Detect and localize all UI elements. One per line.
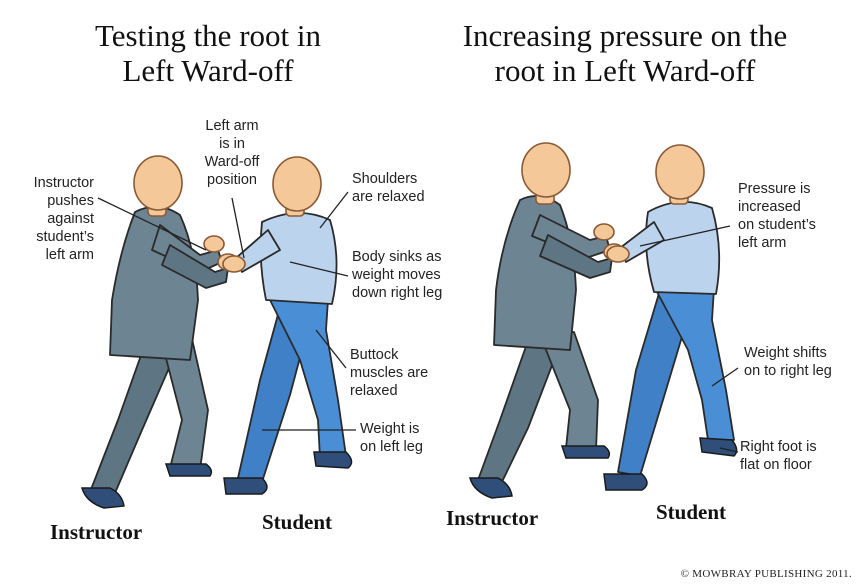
panel-left-title: Testing the root in Left Ward-off	[48, 18, 368, 88]
copyright-notice: © MOWBRAY PUBLISHING 2011.	[680, 568, 852, 580]
annotation-buttock-relaxed: Buttock muscles are relaxed	[350, 346, 428, 400]
annotation-line: left arm	[738, 235, 787, 251]
annotation-line: left arm	[45, 247, 94, 263]
annotation-line: Pressure is	[738, 181, 811, 197]
title-line: Increasing pressure on the	[462, 18, 788, 53]
annotation-line: Left arm	[205, 118, 259, 134]
annotation-line: muscles are	[350, 365, 429, 381]
label-student-right: Student	[656, 500, 727, 524]
label-instructor-left: Instructor	[50, 520, 143, 544]
annotation-right-foot-flat: Right foot is flat on floor	[740, 438, 817, 474]
annotation-pressure-increased: Pressure is increased on student’s left …	[738, 180, 816, 252]
panel-right-title: Increasing pressure on the root in Left …	[420, 18, 830, 88]
annotation-body-sinks: Body sinks as weight moves down right le…	[352, 248, 442, 302]
label-student-left: Student	[262, 510, 333, 534]
annotation-line: flat on floor	[740, 457, 812, 473]
panel-left-figures	[81, 155, 356, 509]
title-line: Testing the root in	[95, 18, 321, 53]
annotation-instructor-pushes: Instructor pushes against student’s left…	[18, 174, 94, 264]
title-line: root in Left Ward-off	[494, 53, 756, 88]
panel-right-figures	[469, 142, 739, 499]
annotation-line: weight moves	[352, 267, 441, 283]
annotation-line: Body sinks as	[352, 249, 442, 265]
annotation-line: is in	[219, 136, 245, 152]
annotation-line: Right foot is	[740, 439, 817, 455]
annotation-line: against	[47, 211, 94, 227]
annotation-line: pushes	[47, 193, 94, 209]
annotation-line: Instructor	[33, 175, 94, 191]
annotation-line: Ward-off	[204, 154, 260, 170]
annotation-line: Weight shifts	[744, 345, 827, 361]
annotation-line: Shoulders	[352, 171, 418, 187]
annotation-line: increased	[738, 199, 801, 215]
annotation-line: are relaxed	[352, 189, 425, 205]
annotation-shoulders-relaxed: Shoulders are relaxed	[352, 170, 425, 206]
annotation-weight-shifts: Weight shifts on to right leg	[744, 344, 832, 380]
annotation-line: on left leg	[360, 439, 423, 455]
title-line: Left Ward-off	[122, 53, 294, 88]
annotation-line: position	[207, 172, 257, 188]
label-instructor-right: Instructor	[446, 506, 539, 530]
annotation-line: Buttock	[350, 347, 399, 363]
student-figure-right	[603, 144, 738, 491]
instructor-figure-left	[81, 155, 239, 509]
annotation-line: student’s	[36, 229, 94, 245]
student-figure-left	[222, 156, 353, 495]
annotation-line: on student’s	[738, 217, 816, 233]
annotation-line: down right leg	[352, 285, 443, 301]
annotation-weight-left-leg: Weight is on left leg	[360, 420, 423, 456]
annotation-left-arm-wardoff: Left arm is in Ward-off position	[190, 117, 274, 189]
instructor-figure-right	[469, 142, 625, 499]
annotation-line: on to right leg	[744, 363, 832, 379]
annotation-line: Weight is	[360, 421, 420, 437]
annotation-line: relaxed	[350, 383, 398, 399]
